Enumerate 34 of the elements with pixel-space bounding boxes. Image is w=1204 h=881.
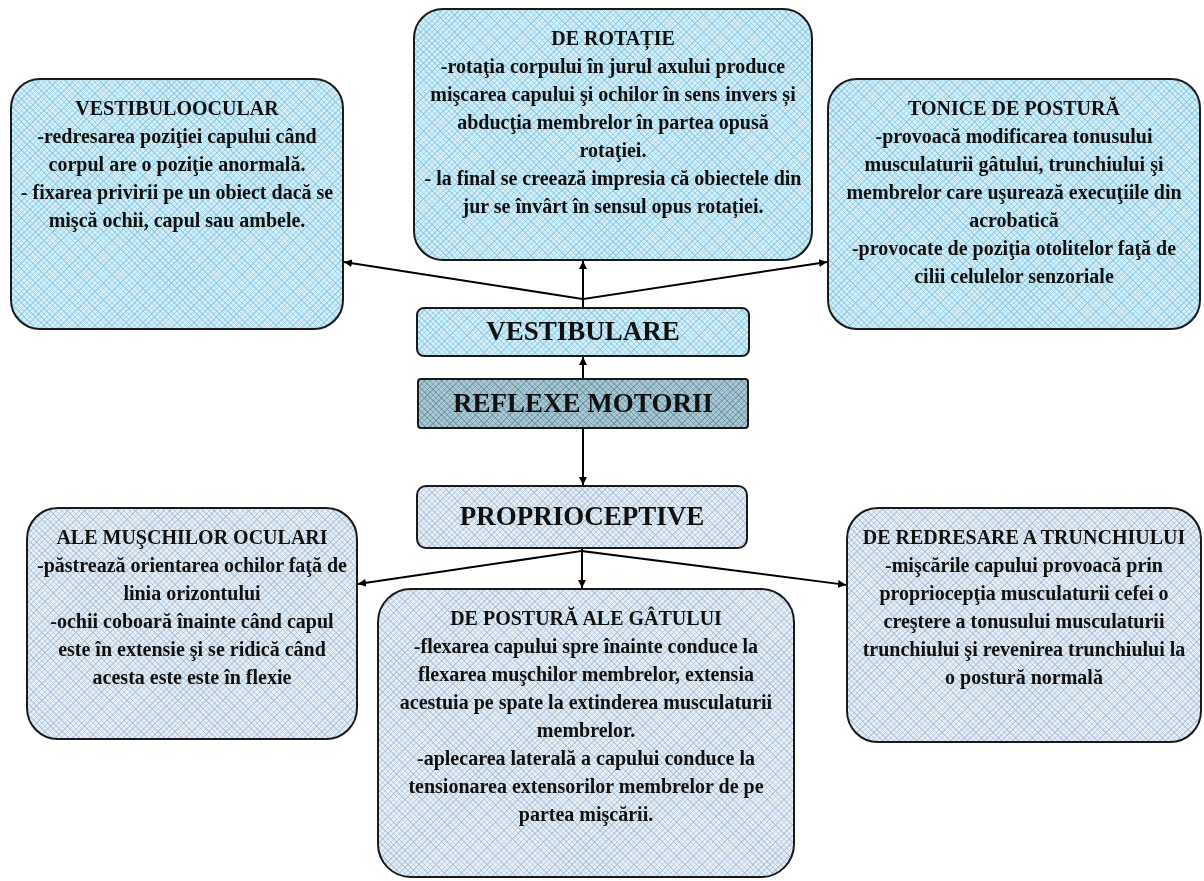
box-text: -păstrează orientarea ochilor faţă de linia orizontului — [36, 553, 348, 606]
arrow — [357, 548, 583, 587]
rounded-box — [10, 78, 344, 330]
box-text: -mişcările capului provoacă prin propriocepţia musculaturii cefei o creştere a tonusului musculaturii trunchiului şi revenirea trunchiului la o postură normală — [861, 553, 1187, 691]
box-text: -redresarea poziţiei capului când corpul are o poziţie anormală. — [36, 124, 318, 178]
box-heading: DE POSTURĂ ALE GÂTULUI — [450, 605, 722, 631]
box-text: -ochii coboară înainte când capul este în extensie şi se ridică când acesta este este în flexie — [49, 609, 335, 690]
rounded-box — [413, 8, 813, 261]
box-heading: VESTIBULARE — [486, 317, 680, 347]
rounded-box — [846, 507, 1202, 743]
box-heading: REFLEXE MOTORII — [453, 388, 713, 419]
box-heading: PROPRIOCEPTIVE — [459, 502, 705, 532]
rounded-box — [416, 307, 750, 357]
rounded-box — [26, 507, 358, 740]
box-text: -flexarea capului spre înainte conduce la flexarea muşchilor membrelor, extensia acestuia pe spate la extinderea musculaturii membrelor. — [398, 634, 774, 743]
box-text: - fixarea privirii pe un obiect dacă se mişcă ochii, capul sau ambele. — [20, 180, 334, 234]
box-text: -provoacă modificarea tonusului musculaturii gâtului, trunchiului şi membrelor care uşurează execuţiile din acrobatică — [845, 124, 1183, 233]
arrow — [582, 259, 828, 308]
box-heading: VESTIBULOOCULAR — [75, 96, 279, 121]
box-text: -aplecarea laterală a capului conduce la tensionarea extensorilor membrelor de pe partea mişcării. — [407, 746, 765, 828]
box-heading: TONICE DE POSTURĂ — [908, 95, 1120, 121]
box-text: - la final se creează impresia că obiectele din jur se învârt în sensul opus rotației. — [423, 166, 803, 220]
box-heading: DE REDRESARE A TRUNCHIULUI — [862, 525, 1186, 550]
arrow — [579, 356, 587, 379]
arrow — [579, 428, 587, 486]
box-heading: DE ROTAȚIE — [551, 26, 675, 52]
rounded-box — [416, 485, 748, 549]
rounded-box — [377, 588, 795, 878]
rounded-box — [417, 378, 749, 429]
rounded-box — [827, 78, 1201, 330]
arrow — [581, 548, 847, 588]
box-text: -rotaţia corpului în jurul axului produce mişcarea capului şi ochilor în sens invers și abducţia membrelor în partea opusă rotaţiei. — [429, 54, 797, 164]
box-heading: ALE MUŞCHILOR OCULARI — [56, 525, 328, 551]
box-text: -provocate de poziţia otolitelor faţă de cilii celulelor senzoriale — [850, 236, 1178, 289]
